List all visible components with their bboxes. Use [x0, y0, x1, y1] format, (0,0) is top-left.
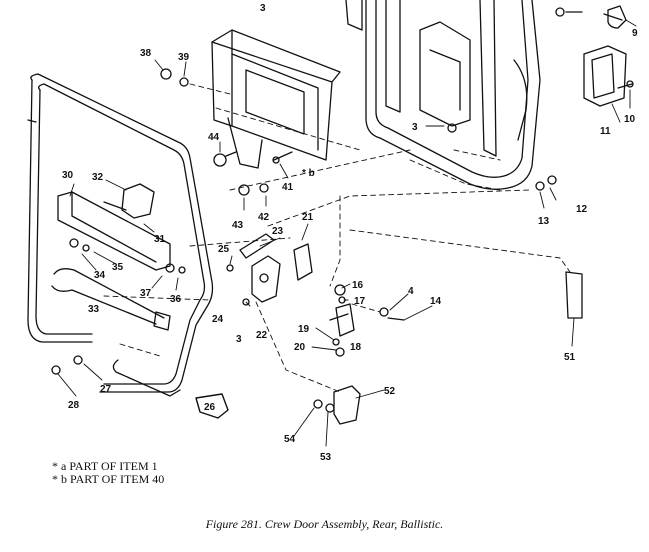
callout-28: 28 [68, 400, 80, 411]
callout-16: 16 [352, 280, 364, 291]
callout-leaders [57, 19, 637, 447]
callout-labels: 3 3 3 4 9 10 11 12 13 14 16 17 18 19 20 … [62, 3, 638, 463]
strike-plate [293, 243, 313, 281]
callout-31: 31 [154, 234, 166, 245]
callout-38: 38 [140, 48, 152, 59]
footnote-a: * a PART OF ITEM 1 [52, 459, 158, 473]
callout-26-outline [195, 393, 229, 419]
hinge-bar [57, 191, 171, 271]
callout-14: 14 [430, 296, 442, 307]
callout-star-b: * b [302, 168, 315, 179]
callout-36: 36 [170, 294, 182, 305]
callout-33: 33 [88, 304, 100, 315]
callout-13: 13 [538, 216, 550, 227]
callout-10: 10 [624, 114, 636, 125]
callout-9: 9 [632, 28, 638, 39]
callout-26: 26 [204, 402, 216, 413]
callout-21: 21 [302, 212, 314, 223]
callout-12: 12 [576, 204, 588, 215]
callout-35: 35 [112, 262, 124, 273]
callout-19: 19 [298, 324, 310, 335]
callout-3: 3 [236, 334, 242, 345]
callout-27: 27 [100, 384, 112, 395]
callout-39: 39 [178, 52, 190, 63]
window-box [211, 29, 341, 169]
callout-20: 20 [294, 342, 306, 353]
callout-24: 24 [212, 314, 224, 325]
figure-caption: Figure 281. Crew Door Assembly, Rear, Ba… [205, 517, 444, 531]
callout-17: 17 [354, 296, 366, 307]
callout-32: 32 [92, 172, 104, 183]
bracket [329, 303, 355, 337]
striker [603, 5, 627, 29]
door-frame-upper-right [345, 0, 541, 190]
fasteners [51, 7, 634, 413]
callout-44: 44 [208, 132, 220, 143]
check-rod [51, 268, 171, 331]
callout-34: 34 [94, 270, 106, 281]
callout-3: 3 [260, 3, 266, 14]
callout-37: 37 [140, 288, 152, 299]
hinge-plate [565, 271, 583, 319]
callout-43: 43 [232, 220, 244, 231]
dashed-assembly-lines [103, 83, 571, 393]
latch-bracket [583, 45, 627, 107]
lower-hinge-bracket [333, 385, 361, 425]
mount-block [103, 183, 155, 219]
callout-18: 18 [350, 342, 362, 353]
callout-52: 52 [384, 386, 396, 397]
callout-54: 54 [284, 434, 296, 445]
lock-assembly [239, 233, 281, 303]
callout-22: 22 [256, 330, 268, 341]
callout-11: 11 [600, 126, 611, 137]
callout-42: 42 [258, 212, 270, 223]
callout-25: 25 [218, 244, 230, 255]
callout-30: 30 [62, 170, 74, 181]
door-frame [27, 73, 214, 397]
callout-4: 4 [408, 286, 414, 297]
footnote-b: * b PART OF ITEM 40 [52, 472, 165, 486]
callout-41: 41 [282, 182, 294, 193]
callout-51: 51 [564, 352, 576, 363]
callout-53: 53 [320, 452, 332, 463]
callout-3: 3 [412, 122, 418, 133]
callout-23: 23 [272, 226, 284, 237]
